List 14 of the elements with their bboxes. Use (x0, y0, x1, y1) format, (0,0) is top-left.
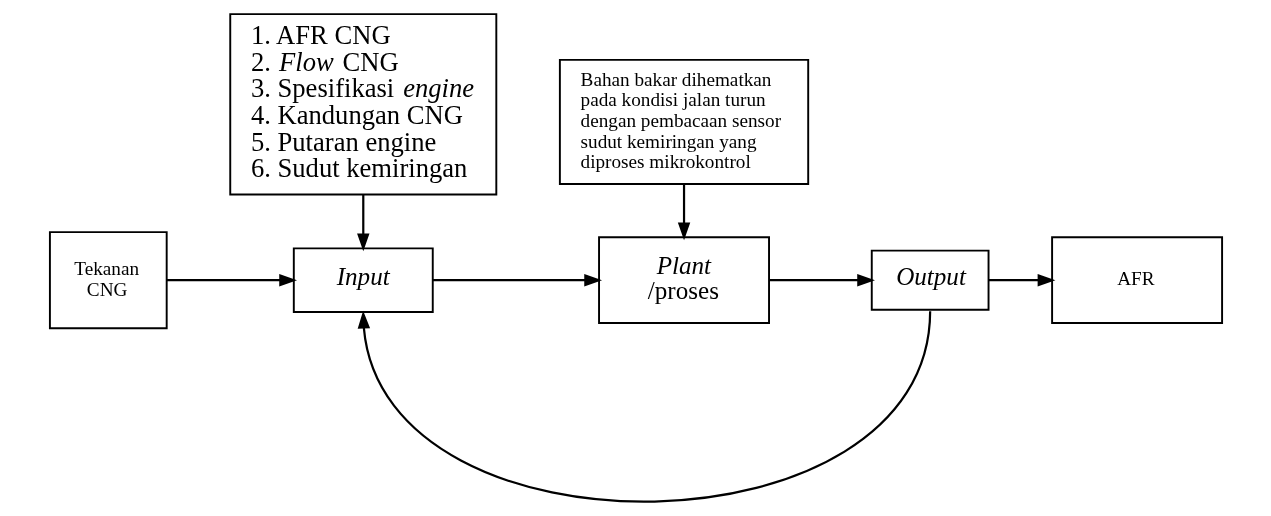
node-box: Plant /proses (597, 236, 770, 324)
arrow (432, 273, 602, 287)
arrow (988, 273, 1055, 287)
arrow (166, 273, 297, 287)
node-box: Input (292, 247, 434, 313)
node-box: 1. AFR CNG 2. Flow CNG 3. Spesifikasi engine 4. Kandungan CNG 5. Putaran engine 6. Sudut kemiringan (228, 13, 497, 196)
node-box: AFR (1050, 236, 1223, 324)
node-box: Bahan bakar dihematkan pada kondisi jalan turun dengan pembacaan sensor sudut kemiringan yang diproses mikrokontrol (558, 58, 809, 186)
node-box: Output (870, 249, 989, 311)
arrow (357, 310, 931, 503)
arrow (677, 184, 690, 241)
node-box: Tekanan CNG (48, 231, 168, 330)
arrow (768, 273, 875, 287)
arrow (356, 194, 369, 252)
